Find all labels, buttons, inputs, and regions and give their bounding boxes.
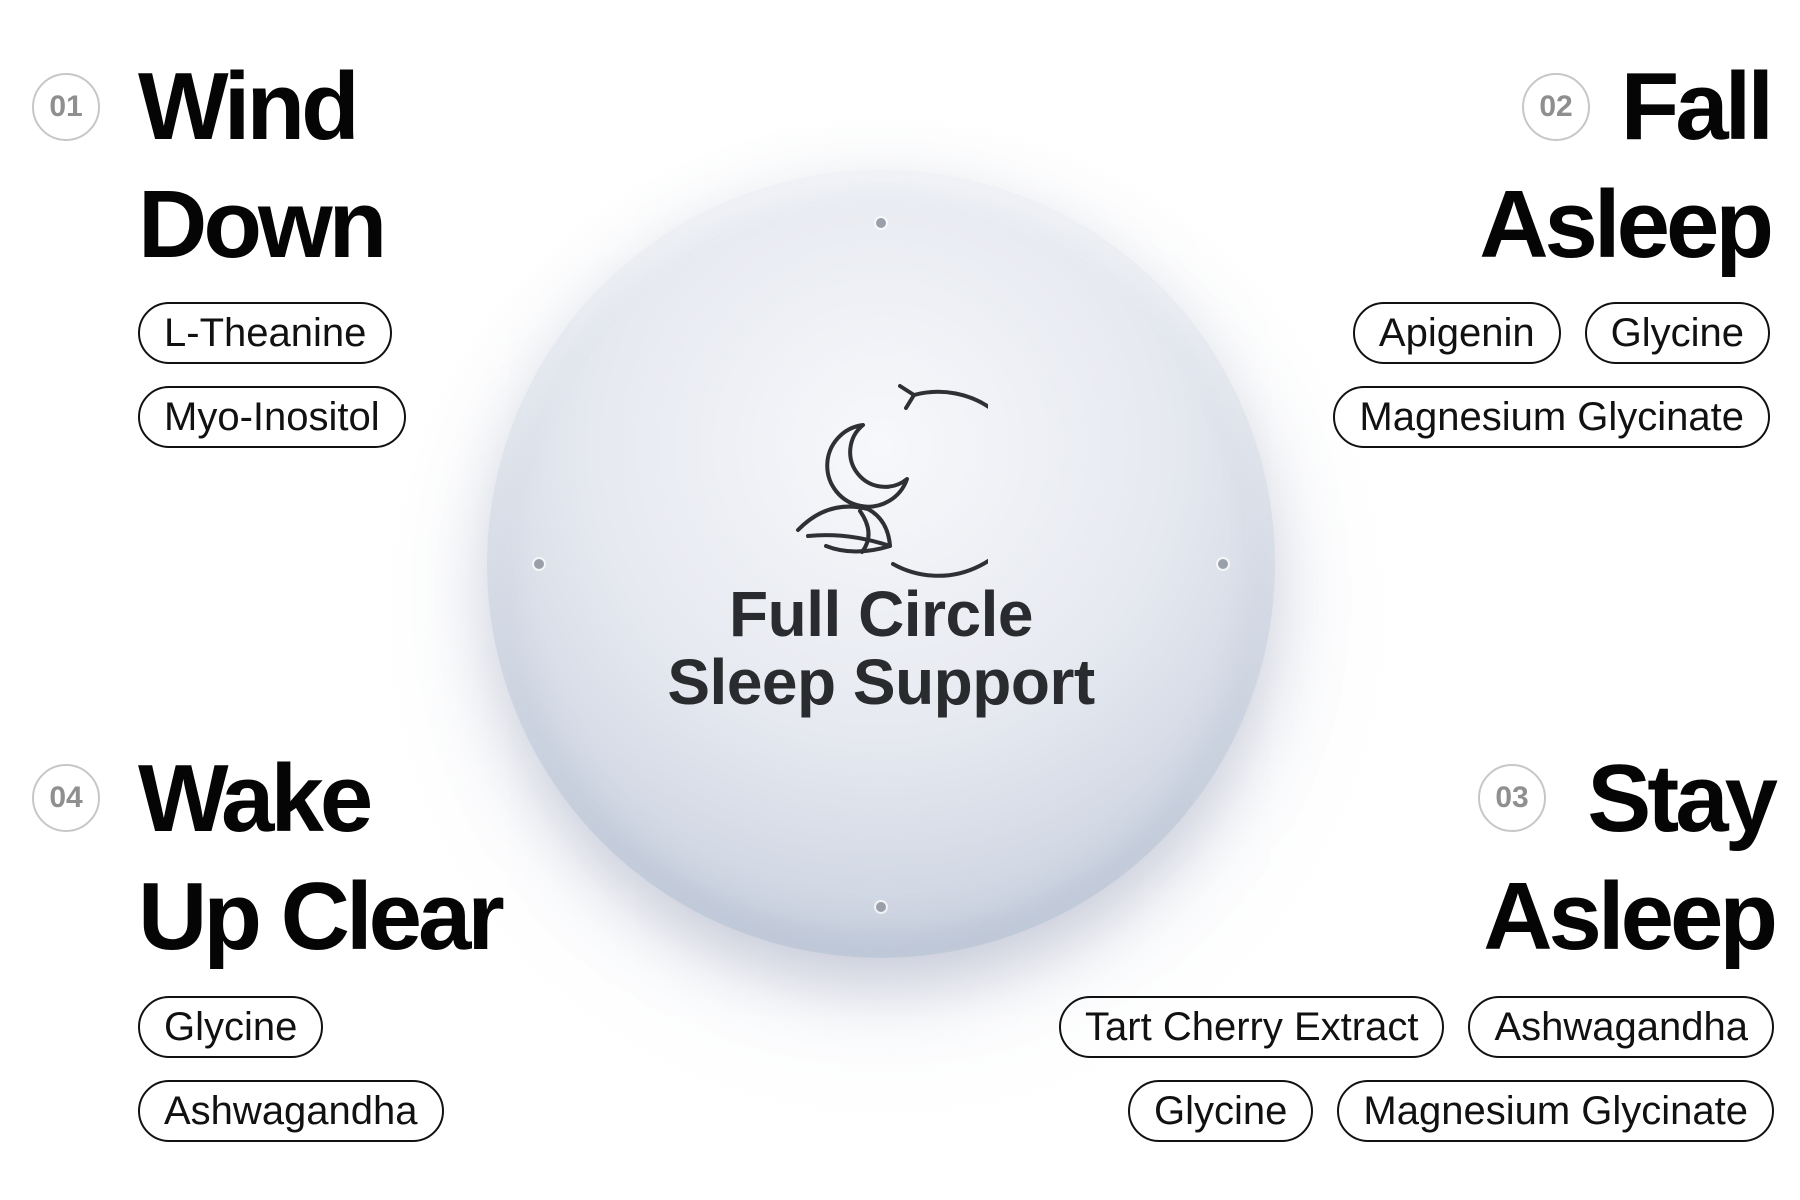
orb-dot-left <box>534 559 544 569</box>
stage-ingredients-stay-asleep: Tart Cherry Extract Ashwagandha Glycine … <box>1059 996 1774 1164</box>
stage-ingredients-fall-asleep: Apigenin Glycine Magnesium Glycinate <box>1333 302 1770 470</box>
stage-ingredients-wake-up-clear: Glycine Ashwagandha <box>138 996 444 1164</box>
stage-heading-stay-asleep: Stay Asleep <box>1483 740 1778 976</box>
ingredient-pill: Glycine <box>1584 302 1770 364</box>
center-title-line-1: Full Circle <box>729 578 1033 650</box>
ingredient-pill: Magnesium Glycinate <box>1333 386 1770 448</box>
stage-heading-line: Down <box>138 171 387 278</box>
ingredient-pill: L-Theanine <box>138 302 393 364</box>
ingredient-pill: Myo-Inositol <box>138 386 406 448</box>
orb-dot-bottom <box>876 902 886 912</box>
center-title: Full Circle Sleep Support <box>580 580 1182 716</box>
stage-heading-line: Wind <box>138 53 360 160</box>
stage-heading-line: Stay <box>1587 745 1778 852</box>
ingredient-pill: Glycine <box>1128 1080 1314 1142</box>
ingredient-pill: Tart Cherry Extract <box>1059 996 1445 1058</box>
ingredient-pill: Ashwagandha <box>138 1080 444 1142</box>
ingredient-pill: Ashwagandha <box>1468 996 1774 1058</box>
orb-dot-right <box>1218 559 1228 569</box>
ingredient-pill: Magnesium Glycinate <box>1337 1080 1774 1142</box>
stage-number-badge: 03 <box>1478 764 1546 832</box>
ingredient-pill: Glycine <box>138 996 324 1058</box>
stage-heading-fall-asleep: Fall Asleep <box>1479 48 1774 284</box>
stage-number-badge: 02 <box>1522 73 1590 141</box>
moon-cycle-icon <box>796 384 988 578</box>
orb-dot-top <box>876 218 886 228</box>
stage-heading-wake-up-clear: Wake Up Clear <box>138 740 505 976</box>
stage-number-badge: 04 <box>32 764 100 832</box>
stage-heading-wind-down: Wind Down <box>138 48 387 284</box>
stage-heading-line: Asleep <box>1483 863 1778 970</box>
stage-heading-line: Up Clear <box>138 863 505 970</box>
center-orb <box>487 170 1275 958</box>
center-title-line-2: Sleep Support <box>667 646 1095 718</box>
stage-heading-line: Fall <box>1620 53 1774 160</box>
ingredient-pill: Apigenin <box>1352 302 1561 364</box>
stage-heading-line: Asleep <box>1479 171 1774 278</box>
stage-heading-line: Wake <box>138 745 373 852</box>
stage-number-badge: 01 <box>32 73 100 141</box>
stage-ingredients-wind-down: L-Theanine Myo-Inositol <box>138 302 406 470</box>
